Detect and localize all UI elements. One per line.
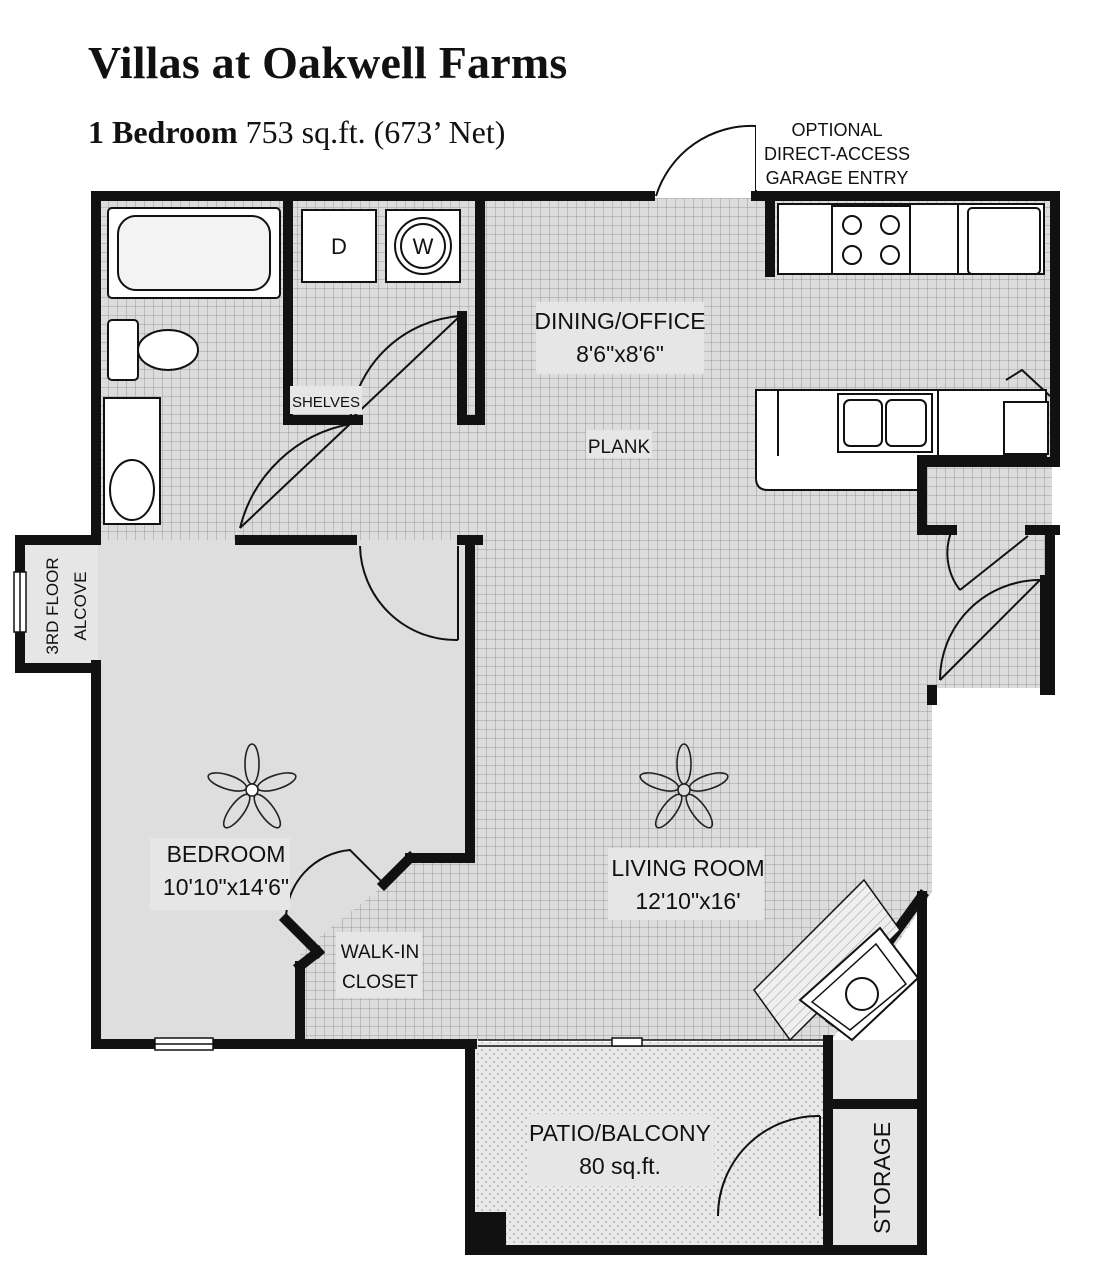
patio-sliding-door <box>478 1037 828 1047</box>
bedroom-ceiling-fan <box>205 743 299 833</box>
alcove-label-1: 3RD FLOOR <box>43 557 62 654</box>
label-backgrounds <box>150 116 916 1186</box>
toilet-bowl <box>137 329 199 371</box>
toilet-tank <box>107 319 139 381</box>
plan-title: Villas at Oakwell Farms <box>88 37 568 88</box>
washer-label: W <box>413 234 434 259</box>
stove <box>831 205 911 275</box>
fireplace <box>753 878 920 1042</box>
dryer-label: D <box>331 234 347 259</box>
living-dims: 12'10"x16' <box>635 888 740 914</box>
dining-dims: 8'6"x8'6" <box>576 341 664 367</box>
dining-name: DINING/OFFICE <box>534 308 705 334</box>
fridge <box>1003 401 1049 455</box>
patio-dims: 80 sq.ft. <box>579 1153 661 1179</box>
closet-label-1: WALK-IN <box>341 942 419 963</box>
unit-size: 753 sq.ft. (673’ Net) <box>245 114 506 150</box>
closet-label-2: CLOSET <box>342 972 418 993</box>
washer <box>385 209 461 283</box>
plank-label: PLANK <box>588 437 651 458</box>
dryer <box>301 209 377 283</box>
laundry: D W <box>301 209 461 283</box>
bedroom-floor <box>98 540 472 1040</box>
sink <box>109 459 155 521</box>
unit-type: 1 Bedroom <box>88 114 238 150</box>
garage-label-3: GARAGE ENTRY <box>766 168 909 188</box>
windows <box>13 571 214 1051</box>
walls <box>15 191 1060 1255</box>
plan-subtitle: 1 Bedroom 753 sq.ft. (673’ Net) <box>88 114 505 151</box>
bathroom-fixtures <box>103 207 281 525</box>
alcove-label-2: ALCOVE <box>71 572 90 641</box>
patio-post <box>470 1212 506 1250</box>
living-name: LIVING ROOM <box>611 855 764 881</box>
patio-name: PATIO/BALCONY <box>529 1120 711 1146</box>
living-room-ceiling-fan <box>637 743 731 833</box>
room-labels: DINING/OFFICE 8'6"x8'6" PLANK SHELVES OP… <box>43 120 910 1234</box>
bedroom-dims: 10'10"x14'6" <box>163 874 289 900</box>
storage-floor <box>832 1040 920 1250</box>
storage-label: STORAGE <box>869 1122 895 1234</box>
shelves-label: SHELVES <box>292 394 360 411</box>
alcove-floor <box>22 540 98 665</box>
bedroom-name: BEDROOM <box>167 841 286 867</box>
garage-label-1: OPTIONAL <box>791 120 882 140</box>
kitchen <box>755 203 1049 491</box>
door-swings <box>239 124 1051 1217</box>
garage-label-2: DIRECT-ACCESS <box>764 144 910 164</box>
